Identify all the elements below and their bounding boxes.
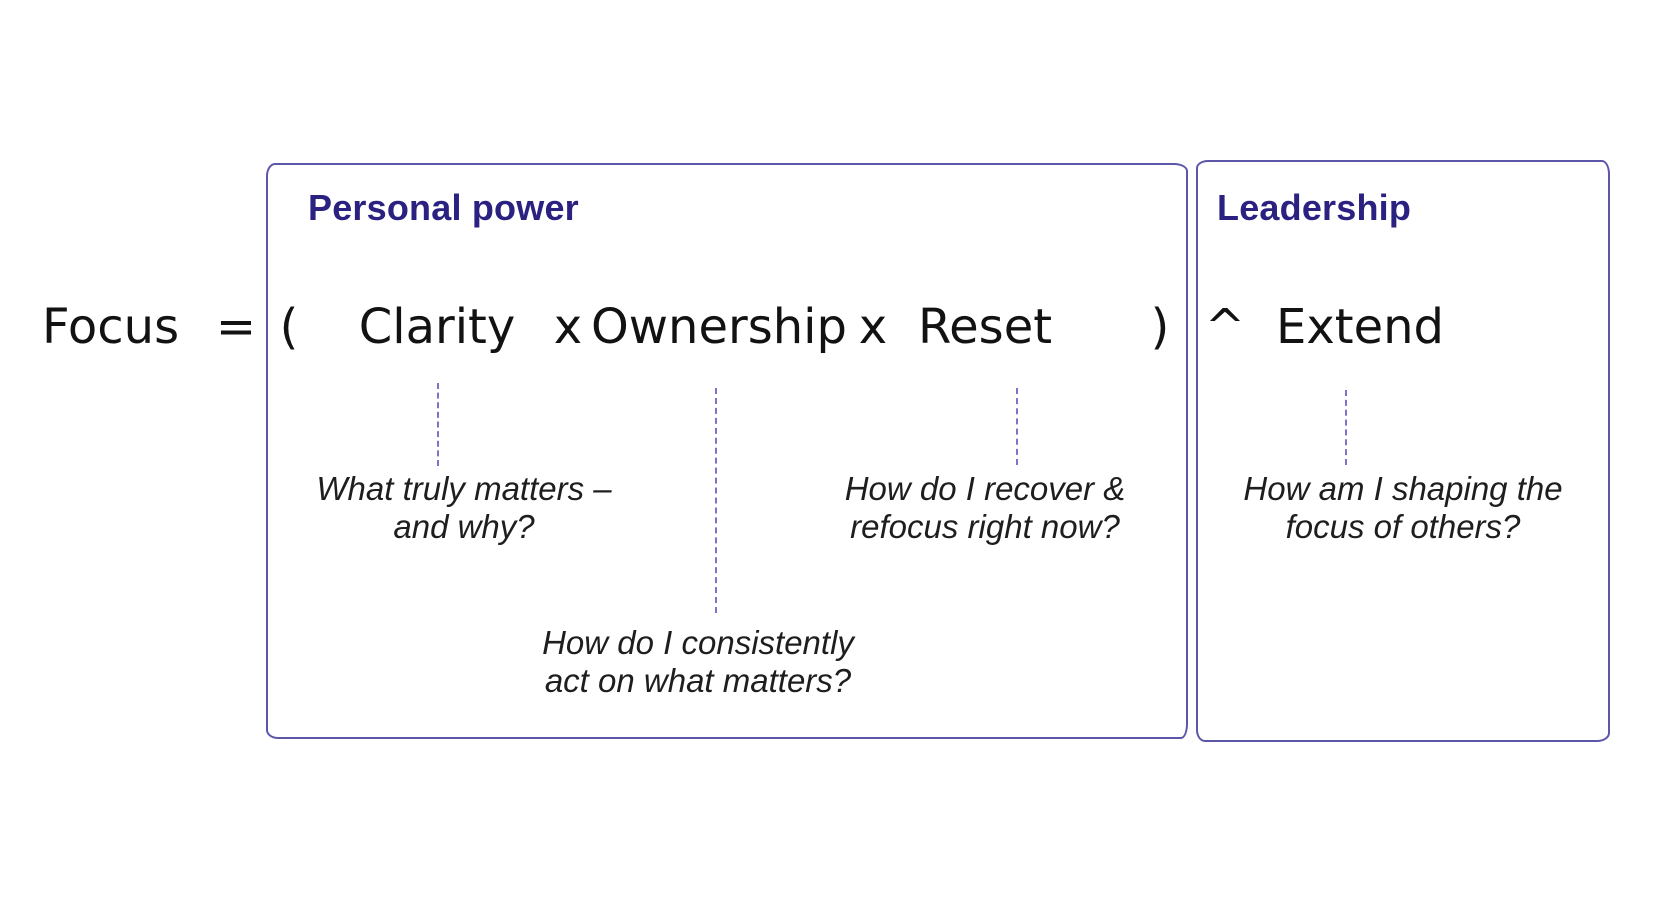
annotation-extend: How am I shaping the focus of others?: [1243, 470, 1563, 545]
dashed-connector-ownership: [715, 388, 717, 613]
formula-term-reset: Reset: [917, 299, 1053, 355]
annotation-reset: How do I recover & refocus right now?: [844, 470, 1126, 545]
formula-multiply-1: x: [553, 299, 583, 355]
formula-open-paren: (: [279, 299, 299, 355]
formula-term-extend: Extend: [1276, 299, 1444, 355]
formula-exponent-caret: ^: [1204, 299, 1246, 355]
dashed-connector-reset: [1016, 388, 1018, 465]
formula-lhs-focus: Focus: [42, 299, 180, 355]
personal-power-title: Personal power: [308, 187, 579, 228]
dashed-connector-clarity: [437, 383, 439, 466]
dashed-connector-extend: [1345, 390, 1347, 465]
formula-multiply-2: x: [858, 299, 888, 355]
formula-equals-sign: =: [215, 299, 257, 355]
leadership-title: Leadership: [1217, 187, 1412, 228]
annotation-clarity: What truly matters – and why?: [316, 470, 612, 545]
annotation-ownership: How do I consistently act on what matter…: [542, 624, 854, 699]
formula-term-ownership: Ownership: [591, 299, 847, 355]
formula-close-paren: ): [1150, 299, 1170, 355]
box-personal-power: [266, 163, 1188, 739]
box-leadership: [1196, 160, 1610, 742]
formula-term-clarity: Clarity: [358, 299, 516, 355]
